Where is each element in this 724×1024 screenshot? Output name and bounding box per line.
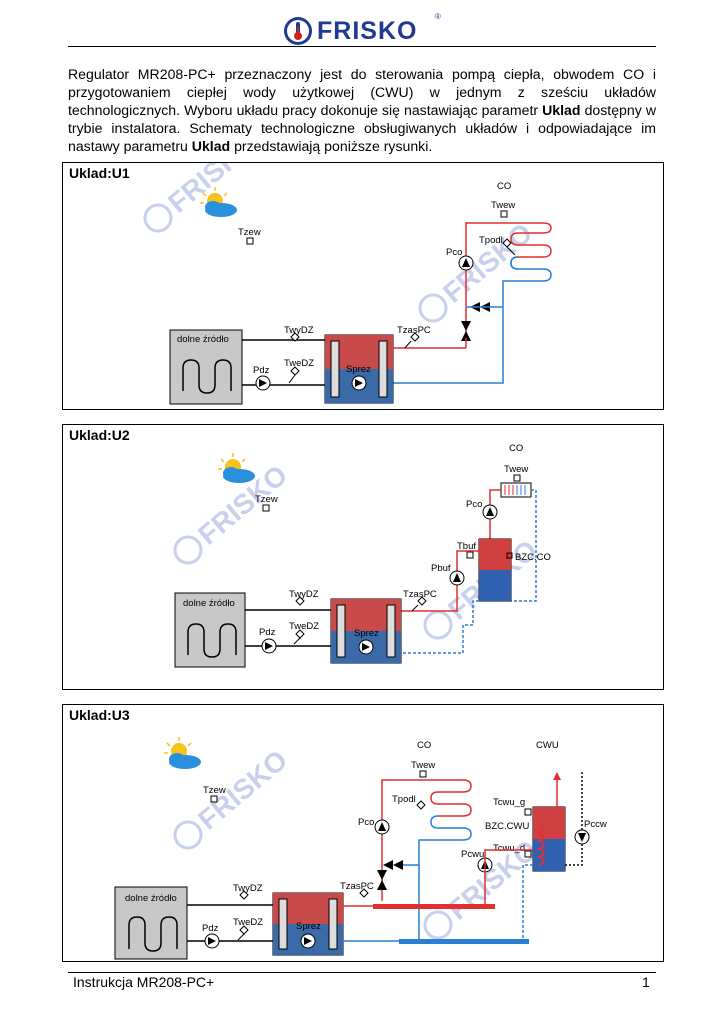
valve-icon [377, 870, 387, 890]
intro-text-3: przedstawiają poniższe rysunki. [230, 138, 433, 154]
weather-icon [200, 187, 237, 217]
twedz-label: TweDZ [233, 917, 263, 928]
panel-title-u2: Uklad:U2 [69, 427, 130, 443]
twedz-label: TweDZ [289, 621, 319, 632]
diagram-panel-u3: FRISKO FRISKO Tzew CO CWU Twew Tpodl Pco [62, 704, 664, 962]
hot-manifold [373, 904, 495, 909]
twew-sensor [513, 474, 521, 482]
twew-label: Twew [504, 464, 528, 475]
cwu-label: CWU [536, 740, 559, 751]
co-label: CO [509, 443, 523, 454]
tpodl-label: Tpodl [392, 794, 416, 805]
intro-text-1: Regulator MR208-PC+ przeznaczony jest do… [68, 66, 656, 118]
tbuf-label: Tbuf [457, 541, 476, 552]
frisko-logo: FRISKO ® [283, 12, 441, 48]
diagram-u3: FRISKO FRISKO Tzew CO CWU Twew Tpodl Pco [114, 737, 607, 960]
pcwu-label: Pcwu [461, 849, 484, 860]
co-label: CO [497, 181, 511, 192]
twew-label: Twew [491, 200, 515, 211]
twew-sensor [419, 770, 427, 778]
ground-source [174, 592, 246, 668]
pco-label: Pco [446, 247, 462, 258]
intro-text-2: dostępny w trybie instalatora. Schematy … [68, 102, 656, 154]
thermometer-logo-icon [284, 17, 312, 45]
diagram-u2: FRISKO FRISKO Tzew CO Twew Pco [173, 443, 551, 668]
dolne-label: dolne źródło [183, 598, 235, 609]
pccw-label: Pccw [584, 819, 607, 830]
valve-icon [461, 321, 471, 341]
diagram-panel-u1: FRISKO FRISKO Tzew CO Twew Tpodl Pco [62, 162, 664, 410]
cold-manifold [399, 939, 529, 944]
header-divider [68, 46, 656, 47]
tzew-label: Tzew [255, 494, 278, 505]
tzaspc-label: TzasPC [340, 881, 374, 892]
page-header: FRISKO ® [0, 0, 724, 48]
twydz-label: TwyDZ [289, 589, 319, 600]
twew-label: Twew [411, 760, 435, 771]
footer-doc-title: Instrukcja MR208-PC+ [73, 974, 215, 990]
tzew-label: Tzew [238, 227, 261, 238]
sprez-label: Sprez [296, 921, 321, 932]
tcwug-label: Tcwu_g [493, 797, 525, 808]
page-number: 1 [642, 974, 650, 990]
tzaspc-label: TzasPC [403, 589, 437, 600]
panel-title-u3: Uklad:U3 [69, 707, 130, 723]
footer-divider [68, 972, 656, 973]
weather-icon [218, 453, 255, 483]
tzaspc-label: TzasPC [397, 325, 431, 336]
pdz-label: Pdz [253, 365, 270, 376]
tzew-sensor [246, 237, 254, 245]
pco-label: Pco [466, 499, 482, 510]
registered-mark: ® [435, 12, 441, 21]
tcwud-label: Tcwu_d [493, 843, 525, 854]
ground-source [114, 886, 188, 960]
tzew-sensor [210, 795, 218, 803]
twydz-label: TwyDZ [233, 883, 263, 894]
bzccwu-label: BZC.CWU [485, 821, 529, 832]
tzew-sensor [262, 504, 270, 512]
diagram-u1: FRISKO FRISKO Tzew CO Twew Tpodl Pco [143, 163, 552, 405]
bzcco-label: BZC.CO [515, 552, 551, 563]
tpodl-label: Tpodl [479, 235, 503, 246]
tpodl-sensor [502, 238, 512, 248]
param-uklad-2: Uklad [191, 138, 231, 154]
co-label: CO [417, 740, 431, 751]
pdz-label: Pdz [202, 923, 219, 934]
tcwud-sensor [524, 850, 532, 858]
param-uklad-1: Uklad [542, 102, 581, 118]
svg-text:FRISKO: FRISKO [437, 217, 538, 309]
dolne-label: dolne źródło [125, 893, 177, 904]
mixing-valve-icon [383, 860, 403, 870]
tcwug-sensor [524, 808, 532, 816]
tzew-label: Tzew [203, 785, 226, 796]
diagram-panel-u2: FRISKO FRISKO Tzew CO Twew Pco [62, 424, 664, 690]
twydz-label: TwyDZ [284, 325, 314, 336]
dolne-label: dolne źródło [177, 334, 229, 345]
pco-label: Pco [358, 817, 374, 828]
pbuf-label: Pbuf [431, 563, 451, 574]
tbuf-sensor [466, 551, 474, 559]
twew-sensor [500, 210, 508, 218]
sprez-label: Sprez [354, 628, 379, 639]
sprez-label: Sprez [346, 364, 371, 375]
weather-icon [164, 737, 201, 769]
intro-paragraph: Regulator MR208-PC+ przeznaczony jest do… [68, 65, 656, 155]
tzaspc-sensor [410, 332, 420, 342]
twedz-label: TweDZ [284, 358, 314, 369]
panel-title-u1: Uklad:U1 [69, 165, 130, 181]
ground-source [169, 329, 243, 405]
brand-name: FRISKO [317, 16, 418, 45]
pdz-label: Pdz [259, 627, 276, 638]
